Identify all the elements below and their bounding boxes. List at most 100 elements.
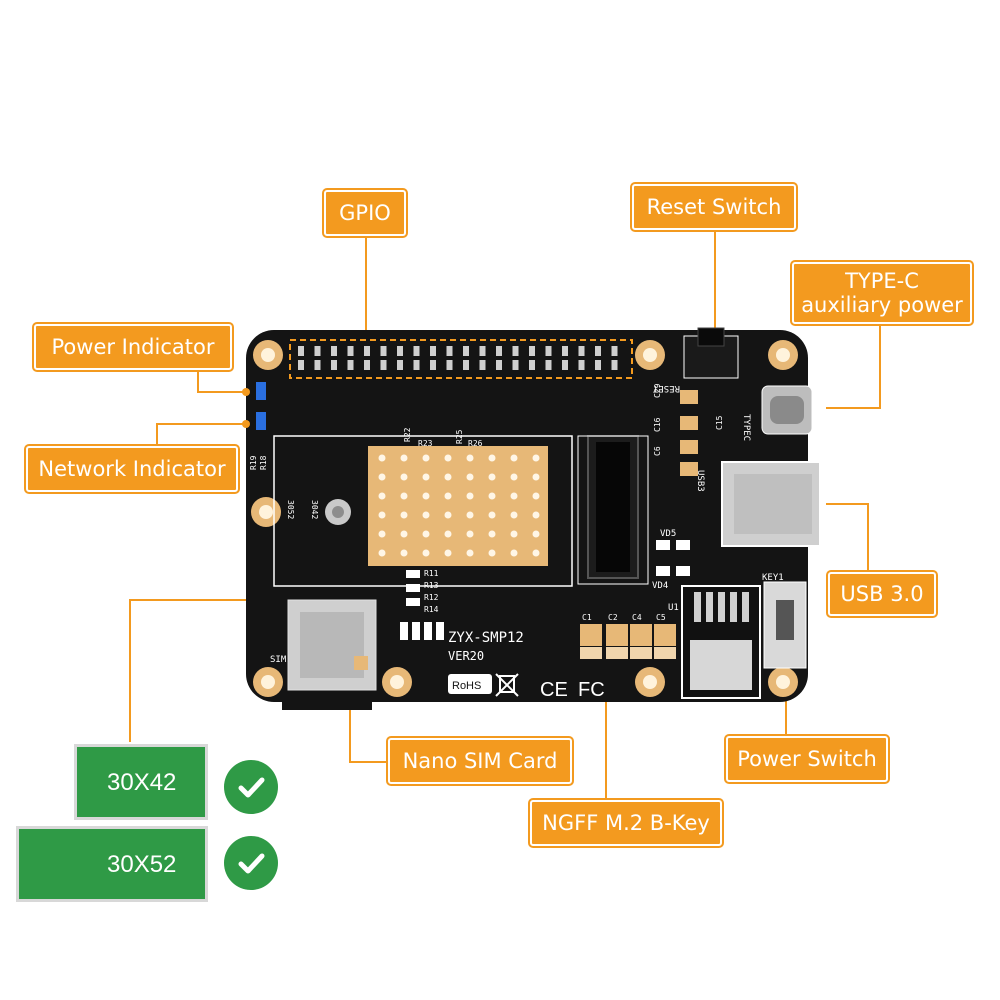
mounting-holes	[251, 340, 798, 697]
heat-pad-dot	[510, 473, 518, 481]
gpio-pin	[512, 360, 519, 370]
gpio-pin	[446, 346, 453, 356]
board-size-3042: 3042	[310, 500, 319, 519]
callout-nano-sim: Nano SIM Card	[386, 736, 574, 786]
heat-pad-dot	[466, 549, 474, 557]
heat-pad-dots	[378, 454, 540, 557]
heat-pad-dot	[400, 492, 408, 500]
board-r12: R12	[424, 593, 439, 602]
heat-pad-dot	[400, 549, 408, 557]
board-version: VER20	[448, 649, 484, 663]
gpio-pin	[364, 360, 370, 370]
board-vd4: VD4	[652, 581, 668, 591]
board-key1: KEY1	[762, 573, 784, 583]
heat-pad-dot	[488, 530, 496, 538]
gpio-pin	[578, 346, 585, 356]
board-r19: R19	[249, 455, 258, 470]
gpio-pin	[380, 360, 387, 370]
heat-pad-dot	[378, 473, 386, 481]
heat-pad-dot	[510, 549, 518, 557]
leader-network-indicator	[156, 423, 246, 446]
heat-pad-dot	[444, 492, 452, 500]
heat-pad-dot	[488, 511, 496, 519]
board-cap-c6: C6	[653, 446, 662, 456]
callout-typec-line1: TYPE-C	[845, 268, 919, 293]
callout-nano-sim-label: Nano SIM Card	[402, 748, 558, 773]
heat-pad-dot	[488, 473, 496, 481]
big-capacitors	[580, 390, 698, 659]
gpio-pin	[463, 346, 469, 356]
board-ce: CE	[540, 679, 568, 701]
callout-power-switch: Power Switch	[724, 734, 890, 784]
callout-usb3: USB 3.0	[826, 570, 938, 618]
gpio-pin	[479, 360, 486, 370]
leader-typec	[826, 326, 881, 409]
heat-pad-dot	[466, 530, 474, 538]
heat-pad-dot	[510, 454, 518, 462]
heat-pad-dot	[378, 530, 386, 538]
callout-ngff: NGFF M.2 B-Key	[528, 798, 724, 848]
gpio-pin	[529, 360, 535, 370]
board-r18: R18	[259, 455, 268, 470]
heat-pad-dot	[422, 511, 430, 519]
gpio-pin	[512, 346, 519, 356]
callout-gpio: GPIO	[322, 188, 408, 238]
heat-pad-dot	[378, 492, 386, 500]
callout-reset-label: Reset Switch	[646, 194, 782, 219]
gpio-pin	[397, 360, 403, 370]
gpio-pin	[430, 360, 436, 370]
gpio-pin	[611, 346, 618, 356]
heat-pad-dot	[400, 530, 408, 538]
heat-pad-dot	[378, 549, 386, 557]
gpio-pin	[562, 346, 568, 356]
board-cap-c2: C2	[608, 613, 618, 622]
u1-leads	[694, 592, 749, 622]
heat-pad-dot	[444, 454, 452, 462]
board-u1: U1	[668, 603, 679, 613]
board-cap-c4: C4	[632, 613, 642, 622]
heat-pad-dot	[444, 549, 452, 557]
gpio-pin	[413, 360, 420, 370]
board-r25: R25	[455, 429, 464, 444]
callout-power-indicator-label: Power Indicator	[51, 334, 215, 359]
gpio-pins	[298, 346, 618, 370]
heat-pad-dot	[422, 492, 430, 500]
gpio-pin	[463, 360, 469, 370]
board-r22: R22	[403, 427, 412, 442]
heat-pad-dot	[466, 511, 474, 519]
heat-pad-dot	[510, 492, 518, 500]
board-cap-c5: C5	[656, 613, 666, 622]
gpio-pin	[479, 346, 486, 356]
heat-pad-dot	[510, 511, 518, 519]
heat-pad-dot	[444, 473, 452, 481]
check-30x52-icon	[224, 836, 278, 890]
gpio-pin	[413, 346, 420, 356]
heat-pad-dot	[488, 549, 496, 557]
board-r13: R13	[424, 581, 439, 590]
heat-pad-dot	[422, 473, 430, 481]
heat-pad	[368, 446, 548, 566]
heat-pad-dot	[466, 473, 474, 481]
heat-pad-dot	[400, 454, 408, 462]
board-vd5: VD5	[660, 529, 676, 539]
board-model: ZYX-SMP12	[448, 630, 524, 646]
board-r23: R23	[418, 439, 433, 448]
m2-slot-frame	[577, 435, 649, 585]
board-cap-c29: C29	[653, 383, 662, 398]
board-r11: R11	[424, 569, 439, 578]
heat-pad-dot	[532, 492, 540, 500]
board-r14: R14	[424, 605, 439, 614]
callout-typec-line2: auxiliary power	[801, 293, 963, 317]
heat-pad-dot	[400, 511, 408, 519]
callout-network-indicator-label: Network Indicator	[38, 456, 226, 481]
heat-pad-dot	[488, 492, 496, 500]
board-usb3: USB3	[695, 470, 705, 492]
gpio-pin	[364, 346, 370, 356]
gpio-header-frame	[289, 339, 633, 379]
board-typec: TYPEC	[741, 414, 751, 441]
gpio-pin	[496, 346, 502, 356]
heat-pad-dot	[466, 492, 474, 500]
gpio-pin	[347, 346, 354, 356]
gpio-pin	[331, 346, 337, 356]
